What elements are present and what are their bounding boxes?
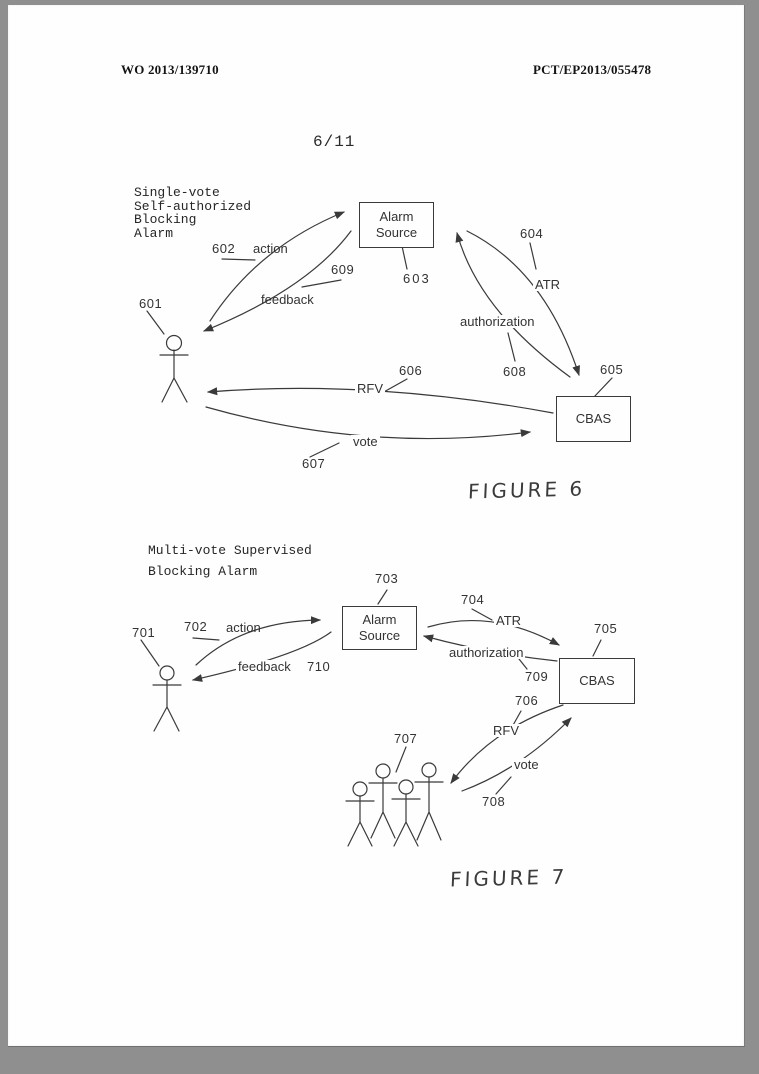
cbas-label: CBAS (575, 411, 612, 426)
figure6-title-line: Single-vote (134, 185, 220, 200)
ref-708: 708 (482, 794, 506, 809)
alarm-source-label: Alarm (362, 612, 397, 627)
ref-606-callout (381, 378, 408, 394)
ref-701-callout (140, 639, 160, 667)
ref-605: 605 (600, 362, 624, 377)
atr-arrow (466, 230, 580, 377)
figure7-caption: FIGURE 7 (449, 864, 568, 892)
cbas-node: CBAS (556, 396, 631, 442)
ref-710: 710 (307, 659, 331, 674)
alarm-source-node: Alarm Source (359, 202, 434, 248)
ref-603-callout (401, 245, 408, 270)
figure7-title-line: Multi-vote Supervised (148, 543, 312, 558)
person-figure (159, 334, 189, 403)
authorization-label: authorization (447, 645, 526, 660)
ref-601-callout (146, 310, 165, 335)
cbas-node: CBAS (559, 658, 635, 704)
ref-703: 703 (375, 571, 399, 586)
ref-707-callout (395, 746, 407, 773)
ref-609-callout (301, 279, 342, 288)
paper-sheet (8, 5, 745, 1047)
ref-706: 706 (515, 693, 539, 708)
rfv-label: RFV (491, 723, 521, 738)
ref-609: 609 (331, 262, 355, 277)
doc-number-right: PCT/EP2013/055478 (533, 62, 652, 77)
ref-709: 709 (525, 669, 549, 684)
ref-705-callout (592, 639, 602, 657)
figure6-title-line: Self-authorized (134, 198, 252, 214)
ref-601: 601 (139, 296, 163, 311)
ref-708-callout (495, 776, 512, 795)
ref-709-callout (518, 658, 528, 670)
feedback-label: feedback (261, 292, 314, 307)
alarm-source-node: Alarm Source (342, 606, 417, 650)
alarm-source-label: Source (375, 225, 418, 240)
vote-label: vote (512, 757, 541, 772)
action-arrow (209, 211, 346, 322)
authorization-label: authorization (458, 314, 537, 329)
atr-label: ATR (494, 613, 524, 628)
atr-arrow (427, 619, 560, 646)
ref-606: 606 (399, 363, 423, 378)
authorization-arrow (455, 231, 571, 378)
person-figure (391, 779, 421, 847)
figure7-title-line: Blocking Alarm (148, 564, 258, 579)
ref-705: 705 (594, 621, 618, 636)
person-figure (345, 781, 375, 847)
atr-label: ATR (533, 277, 563, 292)
alarm-source-label: Source (358, 628, 401, 643)
crowd-figures (345, 762, 444, 847)
person-figure (152, 665, 182, 732)
ref-608: 608 (503, 364, 527, 379)
ref-604: 604 (520, 226, 544, 241)
vote-label: vote (351, 434, 380, 449)
ref-607-callout (309, 442, 340, 458)
figure7-title: Multi-vote Supervised Blocking Alarm (148, 540, 312, 582)
doc-number-left: WO 2013/139710 (121, 62, 219, 77)
ref-603: 603 (403, 271, 431, 286)
alarm-source-label: Alarm (379, 209, 414, 224)
person-figure (414, 762, 444, 841)
ref-702-callout (192, 637, 220, 641)
ref-703-callout (377, 589, 388, 605)
ref-701: 701 (132, 625, 156, 640)
action-label: action (253, 241, 288, 256)
figure6-caption: FIGURE 6 (467, 476, 586, 504)
ref-604-callout (529, 242, 537, 270)
ref-607: 607 (302, 456, 326, 471)
cbas-label: CBAS (579, 673, 615, 688)
feedback-arrow (191, 631, 332, 682)
rfv-label: RFV (355, 381, 385, 396)
feedback-arrow (202, 230, 352, 332)
ref-605-callout (593, 377, 613, 398)
ref-704: 704 (461, 592, 485, 607)
ref-608-callout (507, 332, 516, 362)
ref-702: 702 (184, 619, 208, 634)
action-arrow (195, 616, 322, 666)
person-figure (368, 763, 398, 839)
figure6-title: Single-vote Self-authorized Blocking Ala… (134, 186, 251, 240)
figure6-title-line: Blocking (134, 212, 197, 227)
ref-707: 707 (394, 731, 418, 746)
action-label: action (226, 620, 261, 635)
feedback-label: feedback (236, 659, 293, 674)
sheet-page-number: 6/11 (313, 133, 356, 151)
figure6-title-line: Alarm (134, 225, 174, 241)
ref-602-callout (221, 258, 256, 261)
ref-602: 602 (212, 241, 236, 256)
ref-704-callout (471, 608, 493, 621)
rfv-arrow (450, 704, 564, 784)
